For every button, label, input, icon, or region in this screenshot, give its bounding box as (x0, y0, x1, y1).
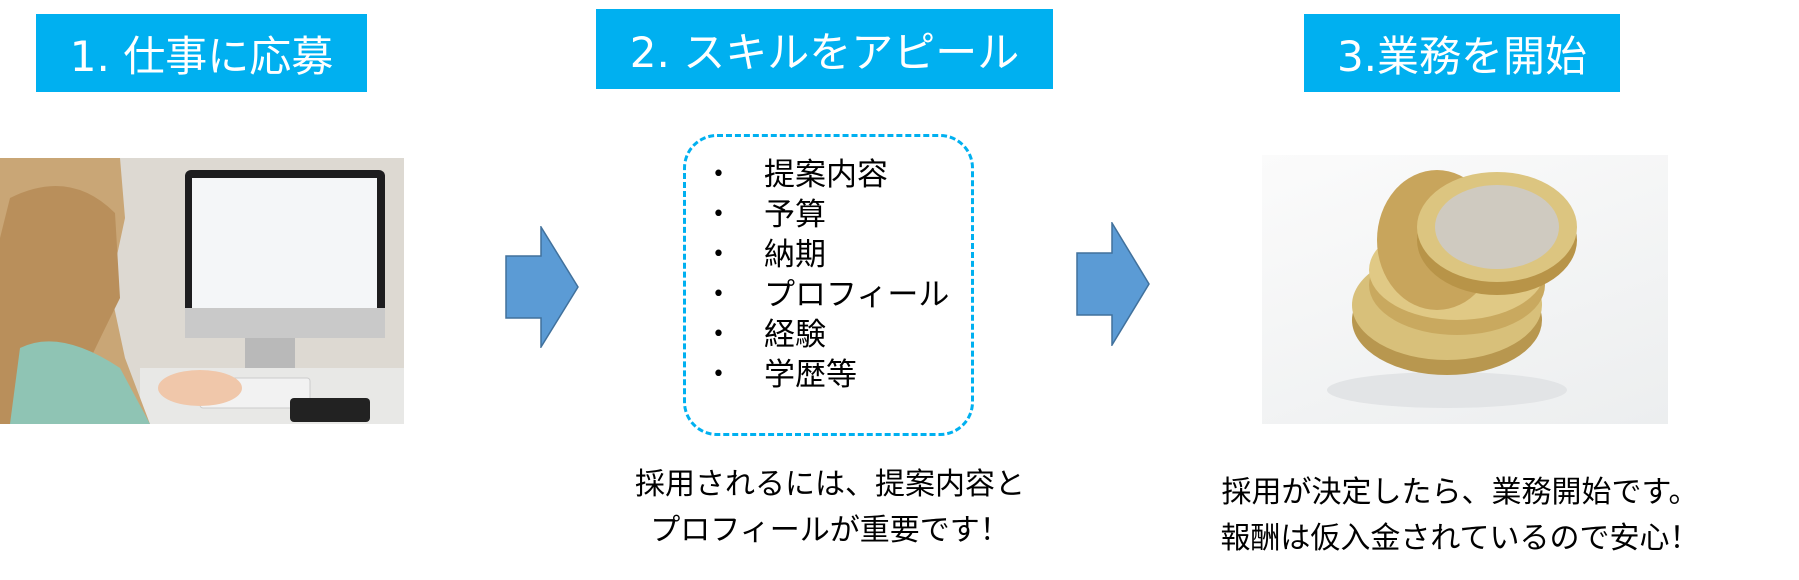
step-2-title: 2. スキルをアピール (629, 27, 1020, 77)
list-item: •予算 (712, 197, 826, 233)
woman-at-computer-photo (0, 158, 404, 424)
step-3-title: 3.業務を開始 (1336, 31, 1588, 81)
arrow-right-icon (505, 226, 579, 348)
skills-list-box: •提案内容 •予算 •納期 •プロフィール •経験 •学歴等 (683, 134, 974, 436)
step-1-title: 1. 仕事に応募 (69, 31, 334, 81)
step-2-header: 2. スキルをアピール (596, 9, 1053, 89)
list-item: •提案内容 (712, 157, 888, 193)
step-1-header: 1. 仕事に応募 (36, 14, 367, 92)
step-3-caption: 採用が決定したら、業務開始です。 報酬は仮入金されているので安心！ (1220, 475, 1700, 556)
coins-photo (1262, 155, 1668, 424)
step-2-caption: 採用されるには、提案内容と プロフィールが重要です！ (635, 467, 1025, 548)
list-item: •経験 (712, 317, 826, 353)
arrow-right-icon (1076, 222, 1150, 346)
step-3-header: 3.業務を開始 (1304, 14, 1620, 92)
list-item: •納期 (712, 237, 826, 273)
list-item: •学歴等 (712, 357, 857, 393)
list-item: •プロフィール (712, 277, 950, 313)
